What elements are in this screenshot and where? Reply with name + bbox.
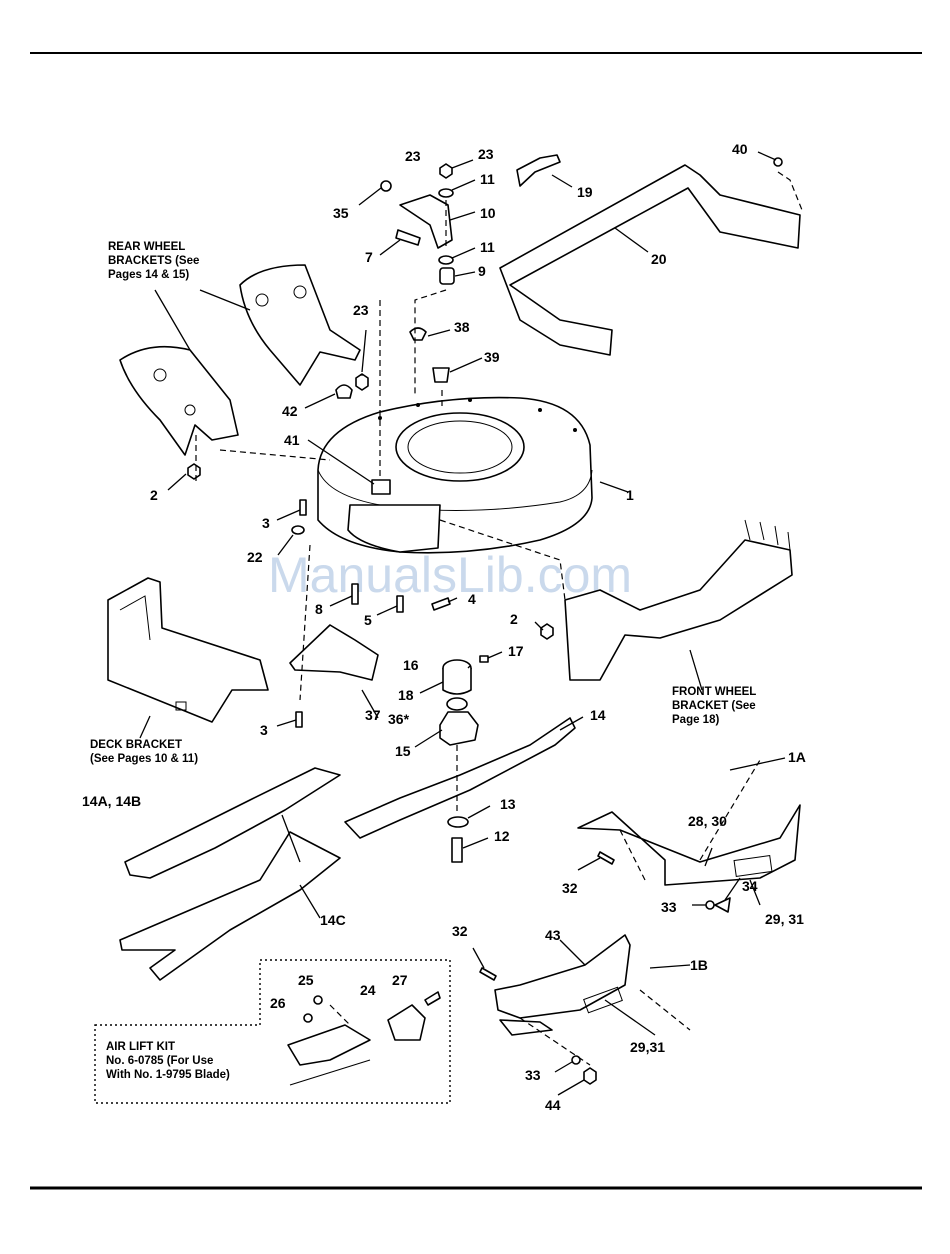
blade-14c bbox=[119, 831, 341, 981]
blade-adapter bbox=[439, 659, 479, 746]
air-lift-kit-box bbox=[94, 959, 451, 1104]
assembly-lines bbox=[195, 171, 803, 1066]
caption-air-lift-line2: No. 6-0785 (For Use bbox=[106, 1055, 213, 1067]
callout-22: 22 bbox=[247, 549, 263, 565]
callout-29-31-upper: 29, 31 bbox=[765, 911, 804, 927]
callout-40: 40 bbox=[732, 141, 748, 157]
watermark: ManualsLib.com bbox=[268, 547, 632, 603]
hardware bbox=[187, 154, 783, 1085]
callout-23-left: 23 bbox=[405, 148, 421, 164]
callout-14ab: 14A, 14B bbox=[82, 793, 141, 809]
callout-25: 25 bbox=[298, 972, 314, 988]
callout-1a: 1A bbox=[788, 749, 806, 765]
rear-wheel-bracket-right bbox=[239, 264, 361, 386]
callout-16: 16 bbox=[403, 657, 419, 673]
callout-29-31-lower: 29,31 bbox=[630, 1039, 665, 1055]
callout-8: 8 bbox=[315, 601, 323, 617]
deck-housing bbox=[317, 396, 593, 554]
callout-34: 34 bbox=[742, 878, 758, 894]
callout-32-lower: 32 bbox=[452, 923, 468, 939]
caption-rear-wheel-line3: Pages 14 & 15) bbox=[108, 269, 189, 281]
callout-27: 27 bbox=[392, 972, 408, 988]
caption-rear-wheel: REAR WHEEL BRACKETS (See Pages 14 & 15) bbox=[108, 241, 199, 281]
callout-37: 37 bbox=[365, 707, 381, 723]
caption-deck-bracket-line2: (See Pages 10 & 11) bbox=[90, 753, 198, 765]
callout-2-right: 2 bbox=[510, 611, 518, 627]
callout-9: 9 bbox=[478, 263, 486, 279]
callout-11-upper: 11 bbox=[480, 171, 495, 187]
callout-38: 38 bbox=[454, 319, 470, 335]
callout-28-30: 28, 30 bbox=[688, 813, 727, 829]
caption-deck-bracket: DECK BRACKET (See Pages 10 & 11) bbox=[90, 739, 198, 765]
callout-7: 7 bbox=[365, 249, 373, 265]
front-wheel-bracket bbox=[564, 519, 793, 681]
callout-32-upper: 32 bbox=[562, 880, 578, 896]
callout-41: 41 bbox=[284, 432, 300, 448]
callout-5: 5 bbox=[364, 612, 372, 628]
callout-39: 39 bbox=[484, 349, 500, 365]
callout-33-upper: 33 bbox=[661, 899, 677, 915]
callout-3-lower: 3 bbox=[260, 722, 268, 738]
mounting-bracket bbox=[289, 624, 379, 681]
caption-rear-wheel-line1: REAR WHEEL bbox=[108, 241, 185, 253]
callout-17: 17 bbox=[508, 643, 524, 659]
caption-air-lift-line1: AIR LIFT KIT bbox=[106, 1041, 175, 1053]
callout-12: 12 bbox=[494, 828, 510, 844]
callout-26: 26 bbox=[270, 995, 286, 1011]
callout-2-left: 2 bbox=[150, 487, 158, 503]
callout-13: 13 bbox=[500, 796, 516, 812]
caption-front-wheel-line1: FRONT WHEEL bbox=[672, 686, 756, 698]
callout-18: 18 bbox=[398, 687, 414, 703]
callout-labels: 1 1A 1B 2 2 3 3 4 5 7 8 9 10 11 11 12 13… bbox=[82, 141, 806, 1113]
discharge-chute-1a bbox=[577, 804, 801, 886]
leader-lines bbox=[139, 151, 786, 1096]
callout-3-upper: 3 bbox=[262, 515, 270, 531]
callout-35: 35 bbox=[333, 205, 349, 221]
callout-24: 24 bbox=[360, 982, 376, 998]
caption-front-wheel-line2: BRACKET (See bbox=[672, 700, 756, 712]
callout-10: 10 bbox=[480, 205, 496, 221]
callout-42: 42 bbox=[282, 403, 298, 419]
callout-43: 43 bbox=[545, 927, 561, 943]
callout-20: 20 bbox=[651, 251, 667, 267]
callout-4: 4 bbox=[468, 591, 476, 607]
callout-11-lower: 11 bbox=[480, 239, 495, 255]
callout-14: 14 bbox=[590, 707, 606, 723]
callout-19: 19 bbox=[577, 184, 593, 200]
caption-air-lift-line3: With No. 1-9795 Blade) bbox=[106, 1069, 230, 1081]
callout-15: 15 bbox=[395, 743, 411, 759]
callout-14c: 14C bbox=[320, 912, 346, 928]
caption-front-wheel-line3: Page 18) bbox=[672, 714, 719, 726]
callout-33-lower: 33 bbox=[525, 1067, 541, 1083]
callout-1b: 1B bbox=[690, 957, 708, 973]
caption-rear-wheel-line2: BRACKETS (See bbox=[108, 255, 199, 267]
callout-23-mid: 23 bbox=[353, 302, 369, 318]
callout-36: 36* bbox=[388, 711, 410, 727]
deck-bracket bbox=[107, 577, 269, 723]
callout-44: 44 bbox=[545, 1097, 561, 1113]
callout-23-right: 23 bbox=[478, 146, 494, 162]
rear-wheel-bracket-left bbox=[119, 345, 239, 456]
caption-deck-bracket-line1: DECK BRACKET bbox=[90, 739, 182, 751]
blade-14ab bbox=[124, 767, 341, 879]
main-blade bbox=[344, 717, 576, 839]
caption-air-lift: AIR LIFT KIT No. 6-0785 (For Use With No… bbox=[106, 1041, 230, 1081]
discharge-chute-1b bbox=[494, 934, 631, 1036]
handle-bracket bbox=[499, 164, 801, 356]
callout-1: 1 bbox=[626, 487, 634, 503]
caption-front-wheel: FRONT WHEEL BRACKET (See Page 18) bbox=[672, 686, 756, 726]
